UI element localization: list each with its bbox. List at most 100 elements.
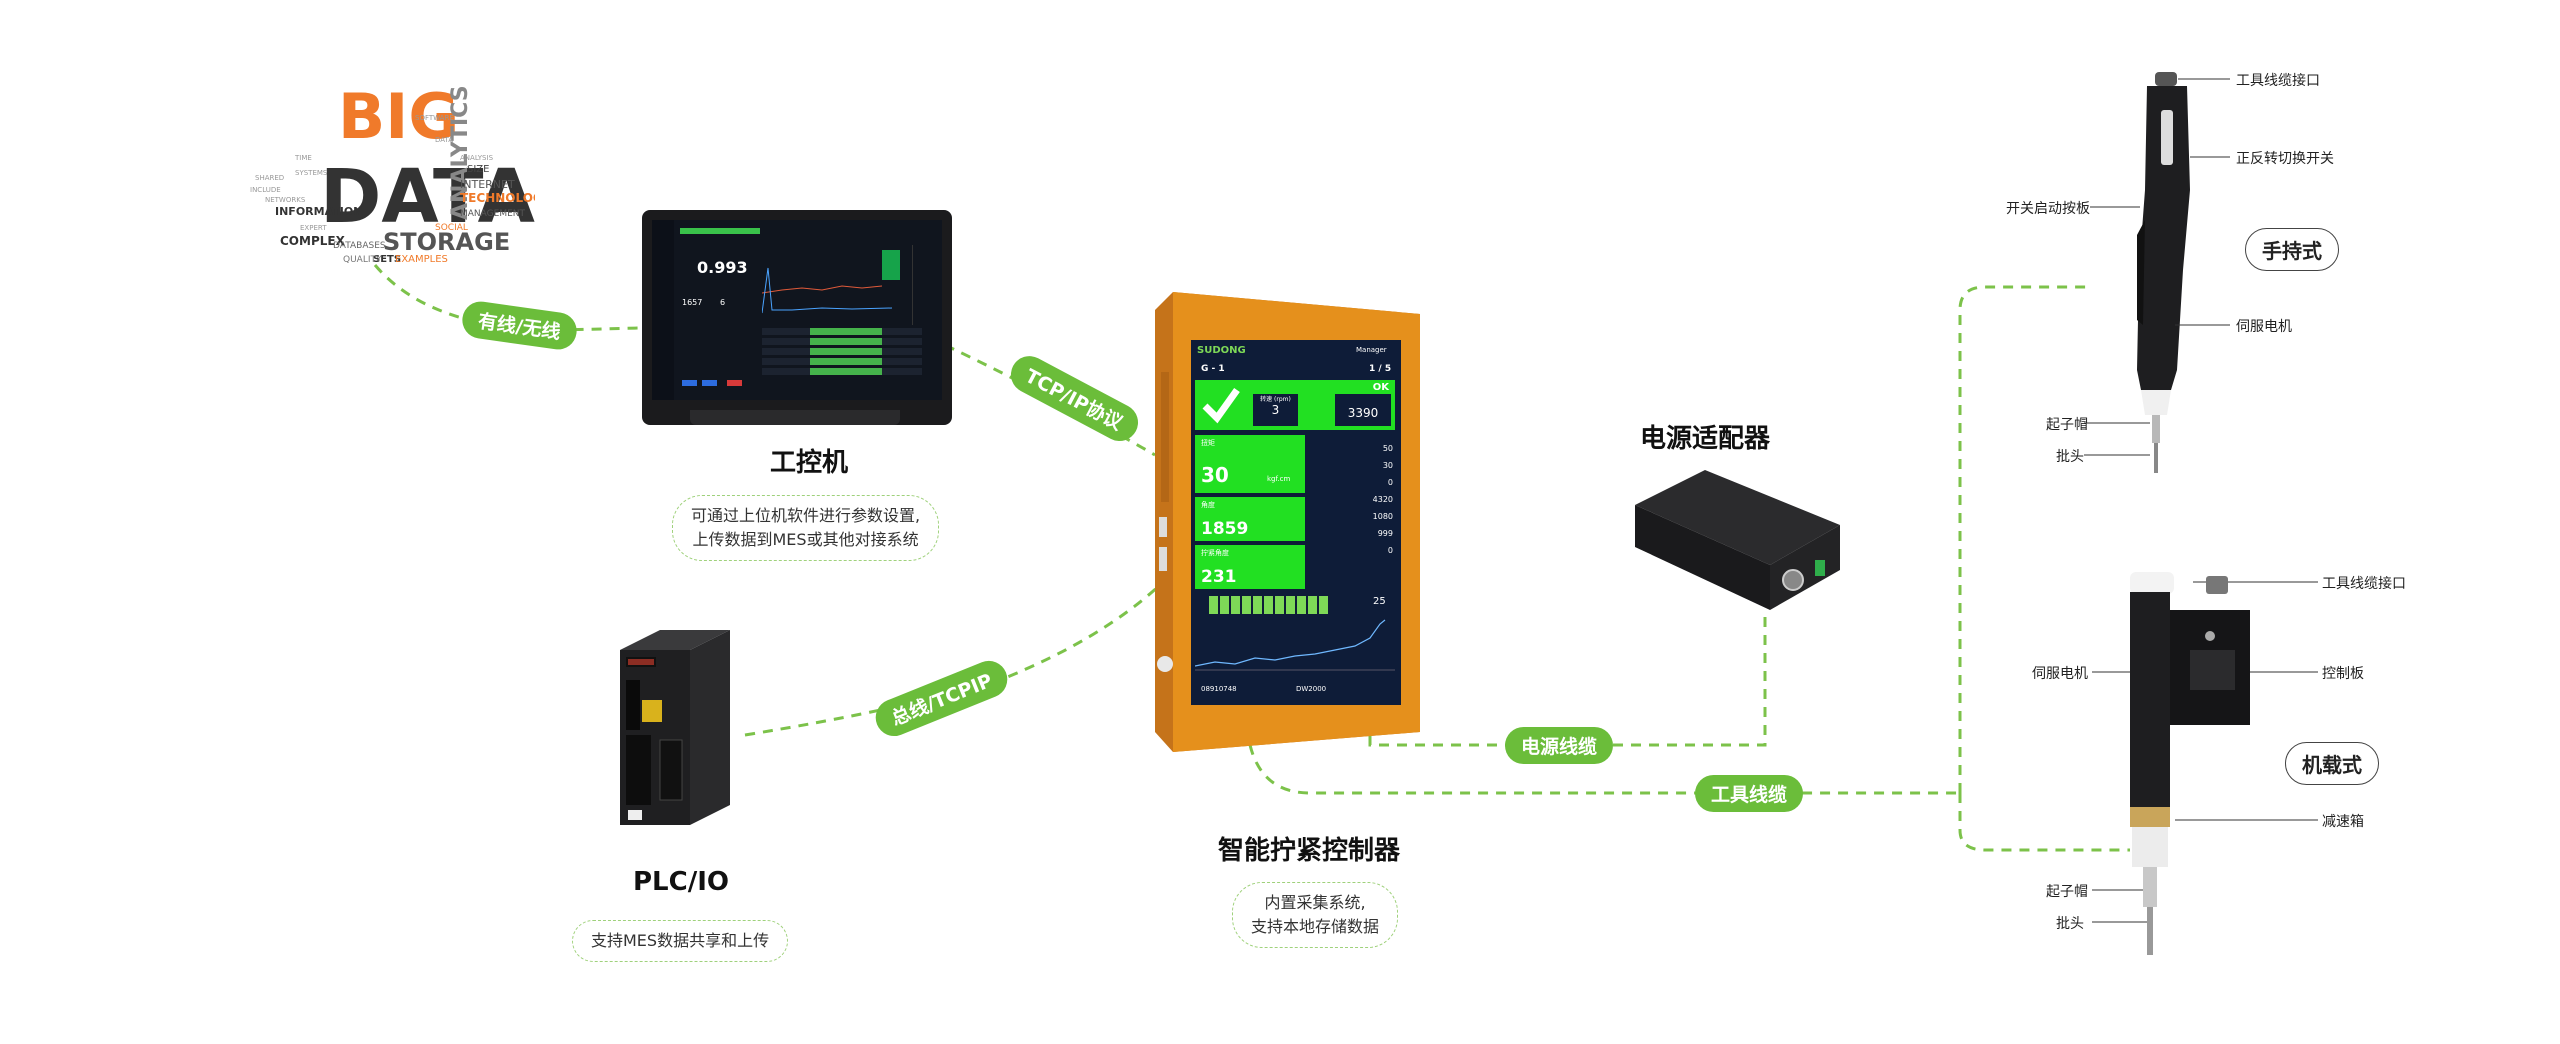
screen-final-angle-value: 231 xyxy=(1201,567,1237,587)
handheld-label-bit: 批头 xyxy=(2056,449,2084,465)
handheld-label-bit-cap: 起子帽 xyxy=(2046,417,2088,433)
screen-page: 1 / 5 xyxy=(1369,364,1392,374)
controller-note-line: 内置采集系统, xyxy=(1264,893,1366,912)
bigdata-word: INTERNET xyxy=(460,178,515,191)
ipc-note: 可通过上位机软件进行参数设置, 上传数据到MES或其他对接系统 xyxy=(672,495,940,561)
screen-manager: Manager xyxy=(1356,346,1387,354)
screen-torque-label: 扭矩 xyxy=(1201,439,1215,447)
fixed-label-bit: 批头 xyxy=(2056,916,2084,932)
side-value: 50 xyxy=(1382,444,1393,453)
bigdata-word: COMPLEX xyxy=(280,234,346,248)
screen-speed-label: 转速 (rpm) xyxy=(1260,396,1291,403)
handheld-label-start-lever: 开关启动按板 xyxy=(2006,201,2090,217)
screen-footer-mid: DW2000 xyxy=(1296,685,1327,693)
ipc-main-value: 0.993 xyxy=(697,258,748,277)
screen-angle-panel: 角度 1859 xyxy=(1195,497,1305,541)
svg-text:DATA: DATA xyxy=(435,136,453,144)
side-value: 999 xyxy=(1377,529,1393,538)
screen-angle-label: 角度 xyxy=(1201,501,1215,509)
svg-text:SHARED: SHARED xyxy=(255,174,284,182)
line-tool-fixed xyxy=(1958,793,2130,852)
ipc-screen: 0.993 1657 6 xyxy=(652,220,942,400)
ipc-note-line: 上传数据到MES或其他对接系统 xyxy=(692,530,919,549)
screen-ok-panel: OK 转速 (rpm) 3 3390 xyxy=(1195,380,1395,430)
fixed-type-label: 机载式 xyxy=(2285,742,2379,785)
plc-title: PLC/IO xyxy=(633,867,729,897)
bigdata-word: SETS xyxy=(373,254,401,265)
fixed-label-control-board: 控制板 xyxy=(2322,666,2364,682)
plc-note-line: 支持MES数据共享和上传 xyxy=(591,931,770,950)
bigdata-cloud: BIG DATA STORAGE ANALYTICS TECHNOLOGIES … xyxy=(235,80,564,280)
fixed-label-servo: 伺服电机 xyxy=(2032,666,2088,682)
screen-ok-status: OK xyxy=(1372,382,1389,393)
controller-note: 内置采集系统, 支持本地存储数据 xyxy=(1232,882,1399,948)
bigdata-analytics: ANALYTICS xyxy=(448,85,473,220)
screen-temp-value: 25 xyxy=(1373,596,1386,607)
screen-torque-panel: 扭矩 30 kgf.cm xyxy=(1195,435,1305,493)
screen-curve xyxy=(1195,619,1395,671)
bigdata-word: QUALITY xyxy=(343,255,382,265)
handheld-tool xyxy=(2095,70,2205,490)
screen-brand: SUDONG xyxy=(1197,345,1246,356)
bigdata-big: BIG xyxy=(338,80,459,153)
screen-group: G - 1 xyxy=(1201,364,1225,374)
screen-final-angle-panel: 拧紧角度 231 xyxy=(1195,545,1305,589)
screen-final-angle-label: 拧紧角度 xyxy=(1201,549,1229,557)
handheld-graphic xyxy=(2137,72,2190,473)
ipc-value-a: 1657 xyxy=(682,298,703,307)
bigdata-data: DATA xyxy=(320,154,535,240)
side-value: 1080 xyxy=(1372,512,1393,521)
controller-title: 智能拧紧控制器 xyxy=(1218,836,1401,866)
svg-text:EXPERT: EXPERT xyxy=(300,224,327,232)
bigdata-word: SIZE xyxy=(467,164,489,175)
fixed-tool xyxy=(2110,570,2310,965)
side-value: 0 xyxy=(1387,546,1393,555)
side-value: 0 xyxy=(1387,478,1393,487)
svg-text:NETWORKS: NETWORKS xyxy=(265,196,306,204)
svg-text:INCLUDE: INCLUDE xyxy=(250,186,281,194)
pill-power-cable: 电源线缆 xyxy=(1505,727,1614,764)
handheld-label-cable-port: 工具线缆接口 xyxy=(2236,73,2320,89)
svg-text:TIME: TIME xyxy=(294,154,312,162)
controller-device: SUDONG Manager G - 1 1 / 5 OK 转速 (rpm) 3… xyxy=(1155,292,1420,752)
screen-batch-cells xyxy=(1209,596,1329,614)
ipc-chart xyxy=(762,250,900,314)
side-value: 30 xyxy=(1382,461,1393,470)
pill-tool-cable: 工具线缆 xyxy=(1695,775,1804,812)
svg-text:SOFTWARE: SOFTWARE xyxy=(415,114,454,122)
plc-device xyxy=(620,625,740,840)
controller-note-line: 支持本地存储数据 xyxy=(1251,917,1380,936)
bigdata-storage: STORAGE xyxy=(383,228,510,256)
controller-screen: SUDONG Manager G - 1 1 / 5 OK 转速 (rpm) 3… xyxy=(1191,340,1401,705)
handheld-label-servo: 伺服电机 xyxy=(2236,319,2292,335)
bigdata-word: DATABASES xyxy=(333,241,386,251)
adapter-title: 电源适配器 xyxy=(1640,424,1771,454)
fixed-label-bit-cap: 起子帽 xyxy=(2046,884,2088,900)
adapter-graphic xyxy=(1635,470,1840,610)
ipc-title: 工控机 xyxy=(770,448,849,478)
screen-footer-left: 08910748 xyxy=(1201,685,1237,693)
svg-text:SYSTEMS: SYSTEMS xyxy=(295,169,328,177)
screen-torque-value: 30 xyxy=(1201,463,1229,487)
bigdata-word: INFORMATION xyxy=(275,205,362,218)
bigdata-word: EXAMPLES xyxy=(395,254,448,265)
side-value: 4320 xyxy=(1372,495,1393,504)
screen-speed-value: 3 xyxy=(1271,403,1280,417)
screen-torque-unit: kgf.cm xyxy=(1267,475,1291,483)
adapter-device xyxy=(1625,465,1840,615)
ipc-note-line: 可通过上位机软件进行参数设置, xyxy=(691,506,921,525)
ipc-monitor: 0.993 1657 6 xyxy=(642,210,952,425)
screen-count-value: 3390 xyxy=(1335,394,1391,426)
ok-check-icon xyxy=(1202,387,1240,424)
fixed-label-reducer: 减速箱 xyxy=(2322,814,2364,830)
handheld-label-switch: 正反转切换开关 xyxy=(2236,151,2334,167)
bigdata-word: MANAGEMENT xyxy=(460,209,525,219)
svg-text:ANALYSIS: ANALYSIS xyxy=(460,154,494,162)
screen-angle-value: 1859 xyxy=(1201,519,1249,539)
handheld-type-label: 手持式 xyxy=(2245,228,2339,271)
ipc-table xyxy=(762,328,922,388)
plc-graphic xyxy=(620,630,730,825)
plc-note: 支持MES数据共享和上传 xyxy=(572,920,789,962)
ipc-value-b: 6 xyxy=(720,298,726,307)
bigdata-word: SOCIAL xyxy=(435,223,468,233)
